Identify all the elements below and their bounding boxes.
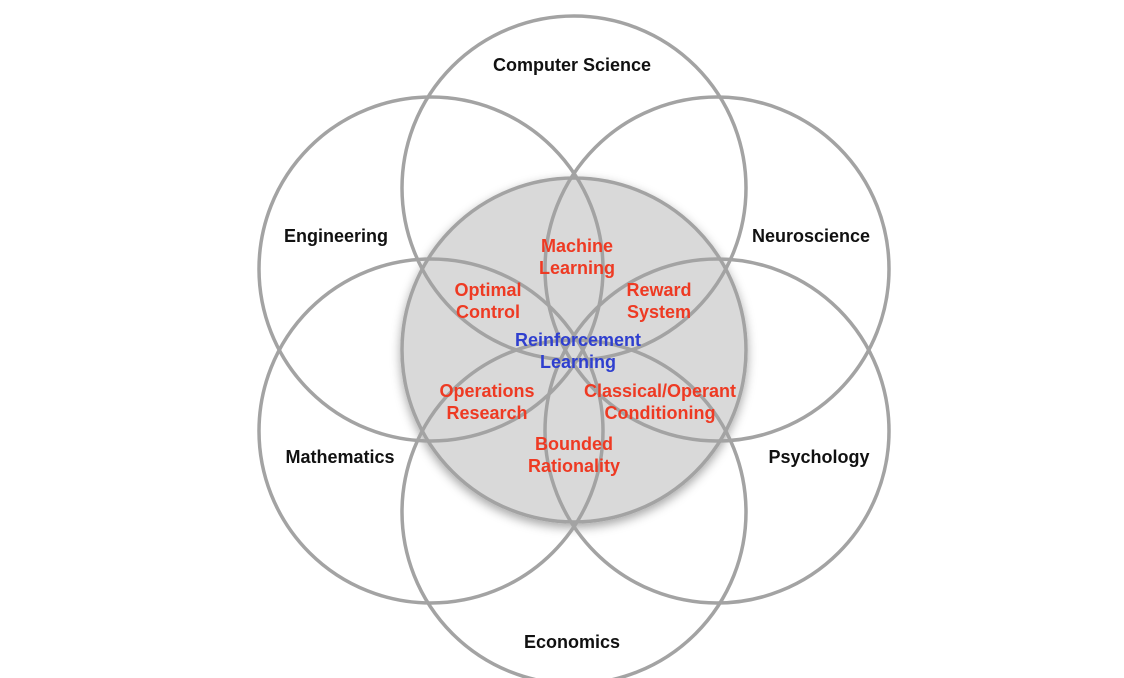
core-circle (400, 176, 748, 524)
label-optimal-control-1: Optimal (454, 280, 521, 300)
ring-mathematics (257, 257, 605, 605)
label-machine-learning-2: Learning (539, 258, 615, 278)
label-engineering: Engineering (284, 226, 388, 246)
label-reward-system-1: Reward (626, 280, 691, 300)
ring-economics (400, 338, 748, 678)
label-optimal-control-2: Control (456, 302, 520, 322)
label-economics: Economics (524, 632, 620, 652)
ring-computer-science (400, 14, 748, 362)
label-reinforcement-learning-1: Reinforcement (515, 330, 641, 350)
label-operations-research-2: Research (446, 403, 527, 423)
label-reinforcement-learning-2: Learning (540, 352, 616, 372)
label-machine-learning-1: Machine (541, 236, 613, 256)
ring-neuroscience (543, 95, 891, 443)
label-bounded-rationality-1: Bounded (535, 434, 613, 454)
label-neuroscience: Neuroscience (752, 226, 870, 246)
label-reward-system-2: System (627, 302, 691, 322)
label-operations-research-1: Operations (439, 381, 534, 401)
label-computer-science: Computer Science (493, 55, 651, 75)
label-conditioning-1: Classical/Operant (584, 381, 736, 401)
label-conditioning-2: Conditioning (605, 403, 716, 423)
label-psychology: Psychology (768, 447, 869, 467)
ring-engineering (257, 95, 605, 443)
ring-psychology (543, 257, 891, 605)
label-bounded-rationality-2: Rationality (528, 456, 620, 476)
label-mathematics: Mathematics (285, 447, 394, 467)
